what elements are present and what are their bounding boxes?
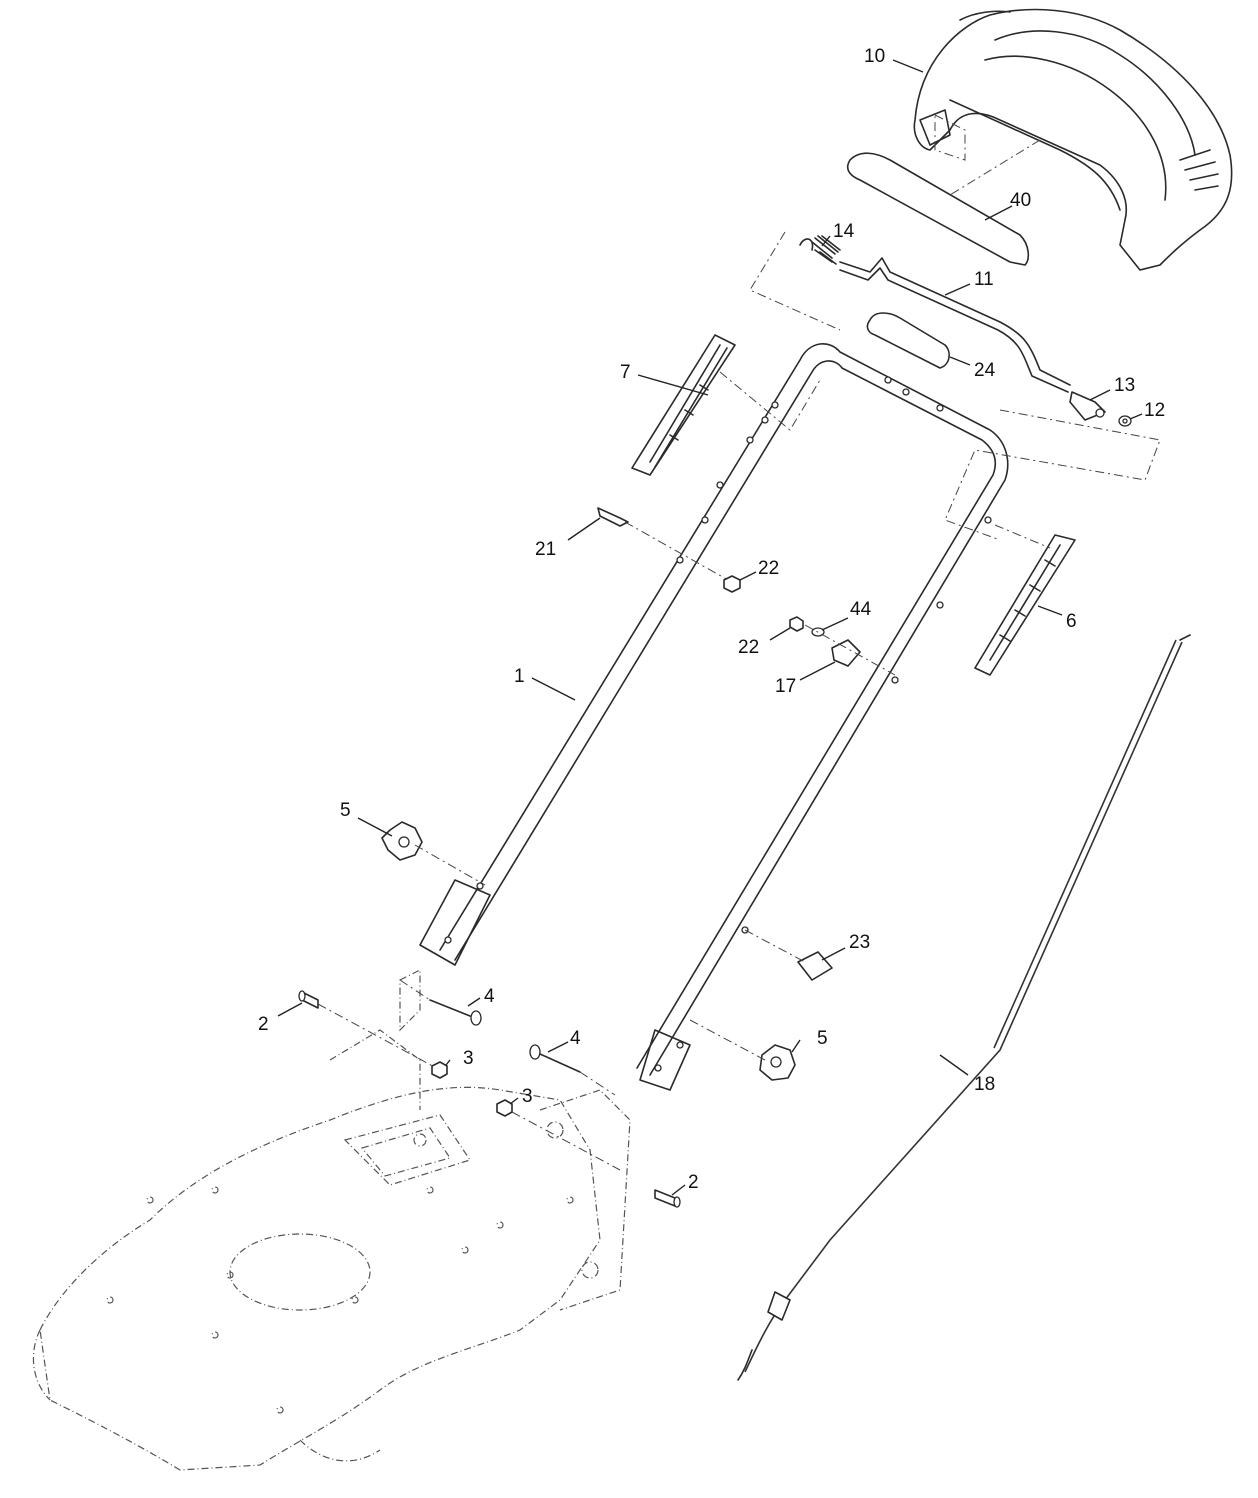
callout-3-left: 3	[463, 1048, 474, 1069]
callout-18: 18	[974, 1074, 995, 1095]
callout-11: 11	[974, 269, 994, 290]
callout-3-right: 3	[522, 1086, 533, 1107]
callout-22-upper: 22	[758, 558, 779, 579]
control-rod-part-11	[839, 257, 1071, 393]
mower-deck-phantom	[32, 969, 631, 1471]
cable-tie-part-21	[597, 507, 729, 581]
cable-adapter-part-23	[744, 929, 833, 981]
callout-13: 13	[1114, 375, 1135, 396]
callout-44: 44	[850, 599, 872, 620]
washer-part-12	[1118, 415, 1132, 427]
callout-4-right: 4	[570, 1028, 581, 1049]
callout-17: 17	[775, 676, 796, 697]
handle-assembly-part-1	[419, 343, 1009, 1091]
cable-clip-part-6	[974, 524, 1076, 676]
callout-4-left: 4	[484, 986, 495, 1007]
cable-clip-part-7	[631, 334, 821, 476]
knob-part-5-lower	[689, 1019, 796, 1081]
callout-5-lower: 5	[817, 1028, 828, 1049]
callout-10: 10	[864, 46, 885, 67]
cable-bracket-part-17	[804, 624, 896, 676]
drive-cable-part-18	[737, 634, 1191, 1381]
callout-22-lower: 22	[738, 637, 759, 658]
spring-part-14	[749, 231, 841, 331]
pin-part-2-left	[298, 990, 441, 1071]
nut-part-22-upper	[723, 575, 741, 593]
handle-pad-part-40	[846, 139, 1041, 266]
nut-part-3-right	[496, 1099, 621, 1171]
callout-6: 6	[1066, 611, 1077, 632]
bolt-part-4-right	[529, 1044, 616, 1096]
callout-40: 40	[1010, 190, 1031, 211]
callout-2-right: 2	[688, 1172, 699, 1193]
callout-7: 7	[620, 362, 631, 383]
upper-handle-part-10	[913, 8, 1233, 271]
leader-lines	[277, 59, 1143, 1196]
callout-labels: 10 40 14 11 24 13 12 7 21 22 44 22 17 6 …	[258, 46, 1165, 1193]
callout-5-upper: 5	[340, 800, 351, 821]
knob-part-5-upper	[381, 821, 486, 886]
callout-1: 1	[514, 666, 525, 687]
callout-2-left: 2	[258, 1014, 269, 1035]
callout-24: 24	[974, 360, 996, 381]
callout-14: 14	[833, 221, 855, 242]
barrel-part-13	[1069, 391, 1106, 421]
nut-part-22-lower	[789, 616, 804, 632]
pin-part-2-right	[654, 1189, 681, 1208]
callout-21: 21	[535, 539, 556, 560]
callout-12: 12	[1144, 400, 1165, 421]
nut-part-3-left	[431, 1061, 448, 1079]
callout-23: 23	[849, 932, 870, 953]
grip-part-24	[866, 312, 950, 369]
bolt-part-4-left	[399, 979, 482, 1026]
guide-line-rod-lower	[944, 409, 1161, 541]
